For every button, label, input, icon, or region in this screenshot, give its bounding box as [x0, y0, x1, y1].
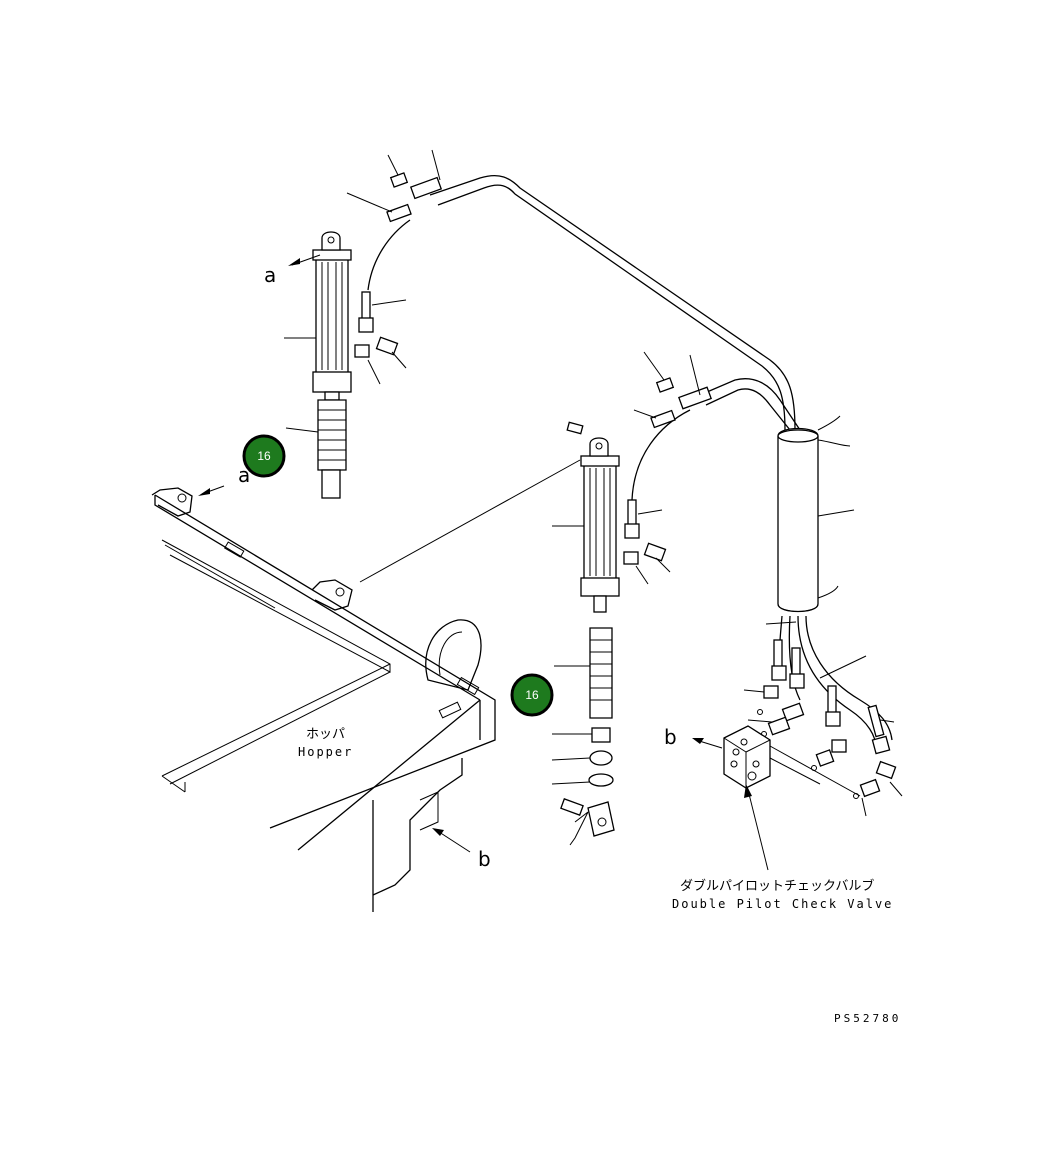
callout-16-upper[interactable]: 16 [242, 434, 286, 478]
hose-protector [765, 415, 893, 749]
double-pilot-check-valve [723, 725, 771, 789]
fittings-left [346, 149, 443, 385]
figure-code: PS52780 [834, 1012, 901, 1025]
callout-16-upper-circle[interactable] [242, 434, 286, 478]
callout-16-lower[interactable]: 16 [510, 673, 554, 717]
label-b-bottom: b [478, 847, 491, 871]
hydraulic-hose-upper [367, 174, 801, 501]
leader-arrows [198, 254, 769, 871]
valve-label-en: Double Pilot Check Valve [672, 897, 893, 911]
callout-16-lower-label[interactable]: 16 [525, 688, 539, 702]
fittings-right [623, 351, 712, 585]
hopper-label-en: Hopper [298, 745, 353, 759]
cylinder-mount-right [311, 579, 353, 611]
hydraulic-cylinder-left [284, 231, 352, 499]
label-a-top: a [264, 263, 276, 287]
valve-fittings [743, 639, 903, 817]
valve-label-jp: ダブルパイロットチェックバルブ [680, 878, 874, 894]
hopper-body [151, 459, 581, 912]
label-b-right: b [664, 725, 677, 749]
hopper-label-jp: ホッパ [306, 727, 345, 742]
callout-16-upper-label[interactable]: 16 [257, 449, 271, 463]
hydraulic-cylinder-right [551, 421, 620, 846]
cylinder-mount-left [151, 487, 193, 517]
callout-16-lower-circle[interactable] [510, 673, 554, 717]
